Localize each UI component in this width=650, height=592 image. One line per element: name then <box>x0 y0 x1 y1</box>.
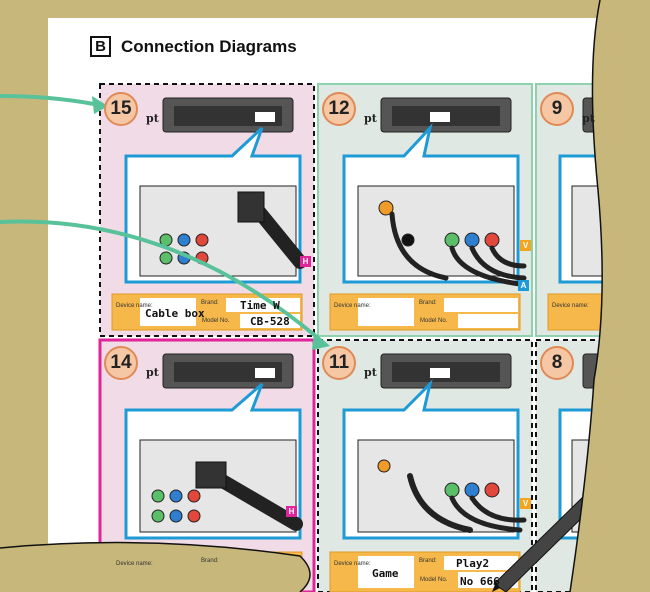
pt-label: pt <box>582 112 595 125</box>
brand-value: Play2 <box>456 557 489 570</box>
tile-number-9: 9 <box>540 92 574 126</box>
device-name-label: Device name: <box>334 303 371 309</box>
pt-label: pt <box>364 112 377 125</box>
tag-v: V <box>520 498 531 509</box>
brand-label: Brand: <box>201 300 219 306</box>
device-name-label: Device name: <box>334 561 371 567</box>
model-value: No 666 <box>460 575 500 588</box>
model-value: CB-528 <box>250 315 290 328</box>
tag-h: H <box>300 256 311 267</box>
tag-v: V <box>520 240 531 251</box>
device-name-value: Cable box <box>145 307 205 320</box>
tile-number-14: 14 <box>104 346 138 380</box>
tile-number-12: 12 <box>322 92 356 126</box>
model-label: Model No. <box>420 318 447 324</box>
brand-label: Brand: <box>201 558 219 564</box>
device-name-label: Device name: <box>116 561 153 567</box>
tag-a: A <box>518 280 529 291</box>
tile-number-11: 11 <box>322 346 356 380</box>
device-name-value: Game <box>372 567 399 580</box>
tag-h: H <box>286 506 297 517</box>
brand-value: Time W <box>240 299 280 312</box>
section-letter: B <box>90 36 111 57</box>
model-label: Model No. <box>202 318 229 324</box>
tile-number-8: 8 <box>540 346 574 380</box>
pt-label: pt <box>146 112 159 125</box>
brand-label: Brand: <box>419 558 437 564</box>
pt-label: pt <box>146 366 159 379</box>
model-label: Model No. <box>420 577 447 583</box>
section-heading: B Connection Diagrams <box>90 36 297 57</box>
brand-label: Brand: <box>419 300 437 306</box>
device-name-label: Device name: <box>552 303 589 309</box>
pt-label: pt <box>364 366 377 379</box>
section-title: Connection Diagrams <box>121 37 297 57</box>
tile-number-15: 15 <box>104 92 138 126</box>
